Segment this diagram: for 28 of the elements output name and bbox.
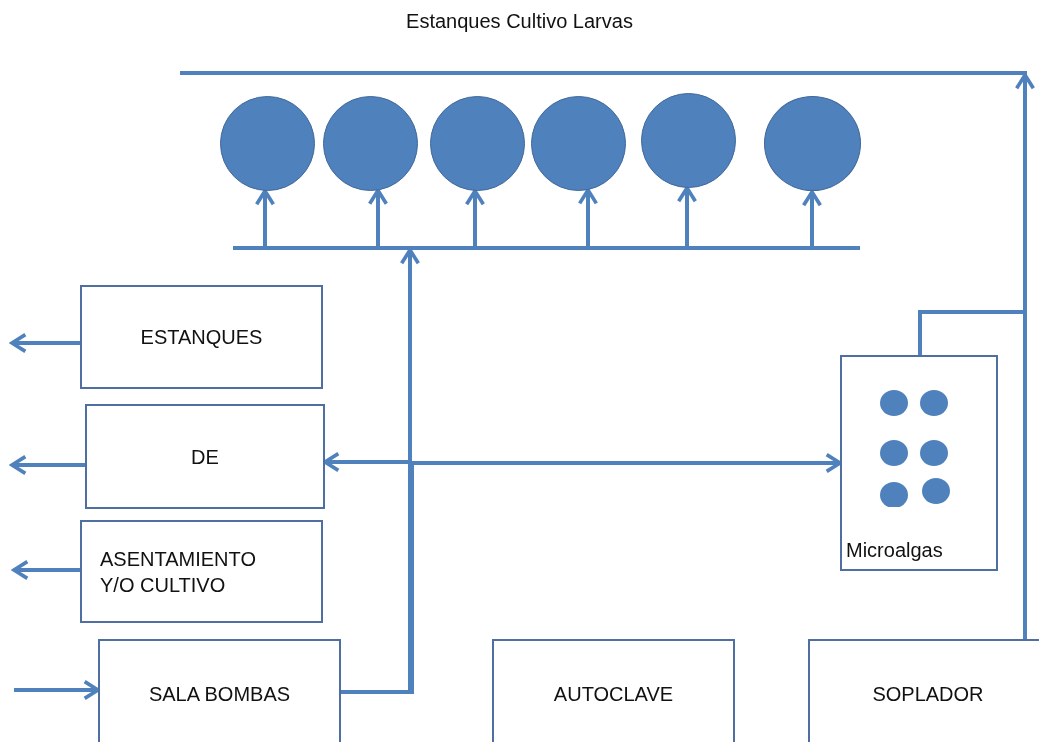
arrow: [367, 188, 389, 246]
arrow: [10, 332, 80, 354]
process-box: [80, 285, 323, 389]
process-box: [80, 520, 323, 623]
pipe-bar: [180, 71, 1027, 75]
arrow: [10, 454, 85, 476]
process-box: [85, 404, 325, 509]
arrow: [12, 559, 80, 581]
arrow: [801, 190, 823, 246]
process-box: [840, 355, 998, 571]
box-label: ASENTAMIENTO Y/O CULTIVO: [100, 546, 256, 598]
process-box: [492, 639, 735, 742]
process-box: [98, 639, 341, 742]
arrow: [254, 189, 276, 246]
pipe-bar: [233, 246, 860, 250]
box-label: AUTOCLAVE: [553, 682, 674, 707]
arrow: [14, 679, 100, 701]
diagram-title: Estanques Cultivo Larvas: [406, 10, 633, 32]
box-label: ESTANQUES: [140, 325, 263, 350]
box-label: Microalgas: [846, 538, 943, 563]
process-box: [808, 639, 1039, 742]
box-label: DE: [191, 444, 219, 470]
arrow: [464, 189, 486, 246]
arrow: [676, 186, 698, 246]
box-label: SOPLADOR: [872, 682, 984, 707]
pipe-line: [918, 310, 1027, 639]
arrow: [577, 188, 599, 246]
box-label: SALA BOMBAS: [148, 682, 291, 707]
